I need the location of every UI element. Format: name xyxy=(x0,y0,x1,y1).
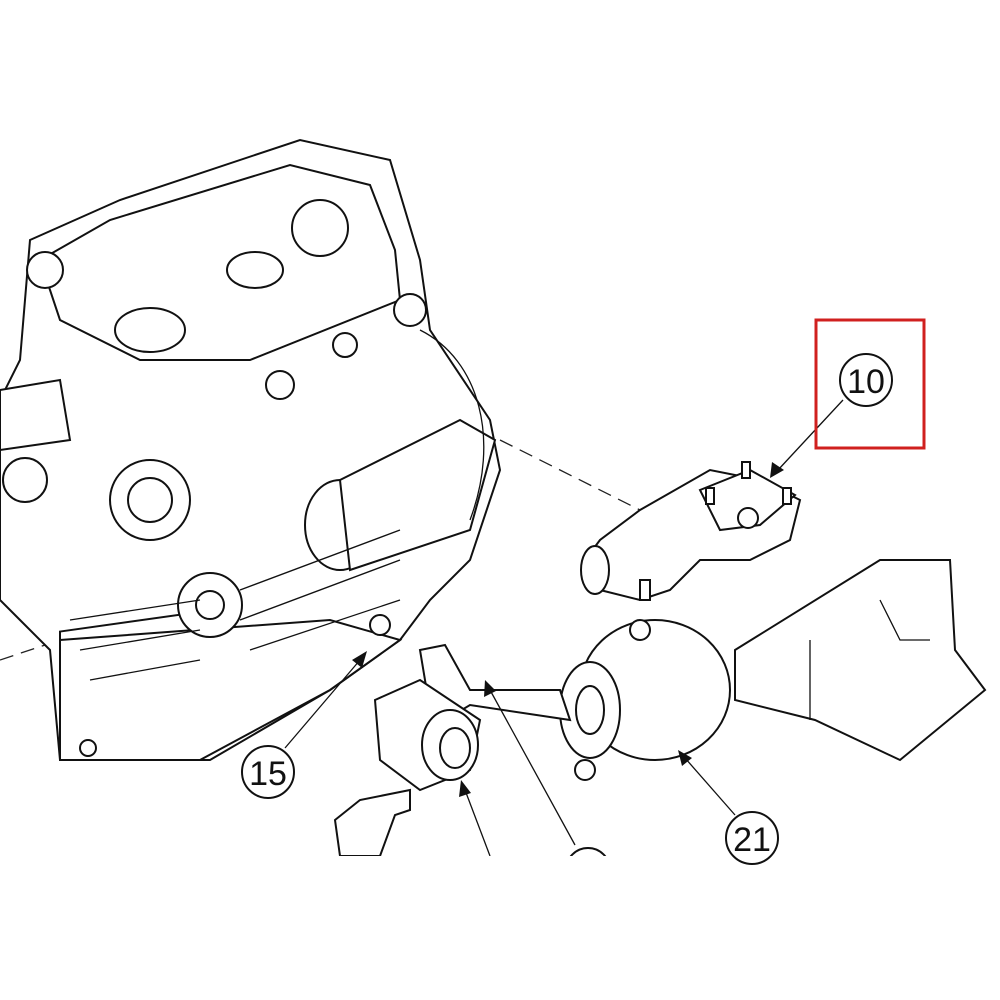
engine-assembly xyxy=(0,138,502,761)
callout-21: 21 xyxy=(725,811,779,865)
bracket xyxy=(333,788,411,856)
alignment-line xyxy=(499,439,641,511)
highlight-box xyxy=(814,318,926,450)
leader-lines xyxy=(284,399,844,856)
callout-circle-partial xyxy=(569,847,607,856)
callout-label: 21 xyxy=(733,821,771,859)
part-10-thermostat-housing xyxy=(580,461,802,602)
part-21-alternator xyxy=(418,619,731,781)
callout-15: 15 xyxy=(241,745,295,799)
oil-filter xyxy=(373,678,482,792)
callout-label: 10 xyxy=(847,363,885,401)
heat-shield xyxy=(734,559,987,762)
callout-label: 15 xyxy=(249,755,287,793)
callout-10: 10 xyxy=(814,318,926,450)
